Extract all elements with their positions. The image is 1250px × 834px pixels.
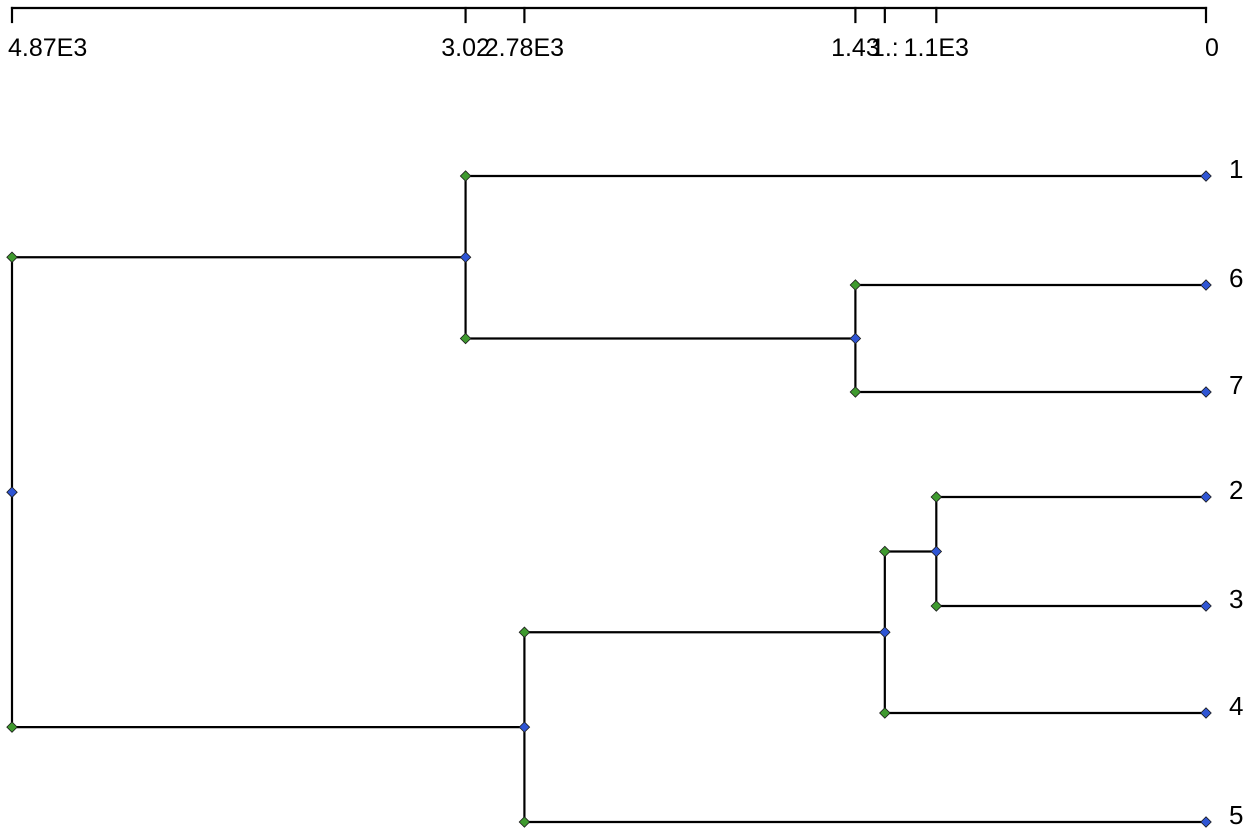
node-marker-green — [849, 386, 862, 398]
node-marker-blue — [1200, 170, 1212, 182]
node-marker-green — [518, 816, 531, 828]
node-marker-green — [930, 491, 943, 503]
distance-axis: 4.87E3 3.022.78E3 1.431.:1.1E3 0 — [8, 6, 1219, 62]
axis-tick-label: 1.1E3 — [904, 34, 969, 62]
leaf-label: 5 — [1229, 800, 1243, 830]
axis-tick-label: 0 — [1205, 34, 1219, 62]
axis-tick-label: 2.78E3 — [485, 34, 564, 62]
leaf-label: 4 — [1229, 691, 1243, 721]
node-marker-blue — [459, 251, 472, 264]
node-marker-green — [6, 721, 18, 733]
node-marker-blue — [1200, 600, 1212, 612]
node-marker-blue — [1200, 279, 1212, 291]
leaf-label: 7 — [1229, 370, 1243, 400]
leaf-label: 2 — [1229, 475, 1243, 505]
axis-tick-label: 1.43 — [831, 34, 880, 62]
node-marker-blue — [930, 545, 943, 558]
node-marker-green — [930, 600, 943, 612]
node-marker-green — [518, 626, 531, 639]
node-marker-green — [849, 279, 862, 291]
axis-tick-label: 3.02 — [441, 34, 490, 62]
axis-tick-label: 4.87E3 — [8, 34, 87, 62]
node-marker-blue — [1200, 707, 1212, 719]
node-marker-blue — [1200, 816, 1212, 828]
leaf-label: 6 — [1229, 263, 1243, 293]
node-marker-green — [6, 251, 18, 264]
dendrogram-nodes — [6, 170, 1212, 828]
node-marker-green — [459, 170, 472, 182]
node-marker-green — [879, 707, 891, 719]
node-marker-green — [879, 545, 891, 558]
node-marker-blue — [879, 626, 891, 639]
leaf-labels: 1 6 7 2 3 4 5 — [1229, 154, 1243, 830]
node-marker-blue — [849, 332, 862, 345]
node-marker-blue — [1200, 386, 1212, 398]
node-marker-green — [459, 332, 472, 345]
leaf-label: 1 — [1229, 154, 1243, 184]
dendrogram-branches — [10, 174, 1208, 824]
axis-tick-label: 1.: — [871, 34, 899, 62]
node-marker-blue — [518, 721, 531, 733]
node-marker-blue — [1200, 491, 1212, 503]
node-marker-blue — [6, 486, 18, 498]
leaf-label: 3 — [1229, 584, 1243, 614]
